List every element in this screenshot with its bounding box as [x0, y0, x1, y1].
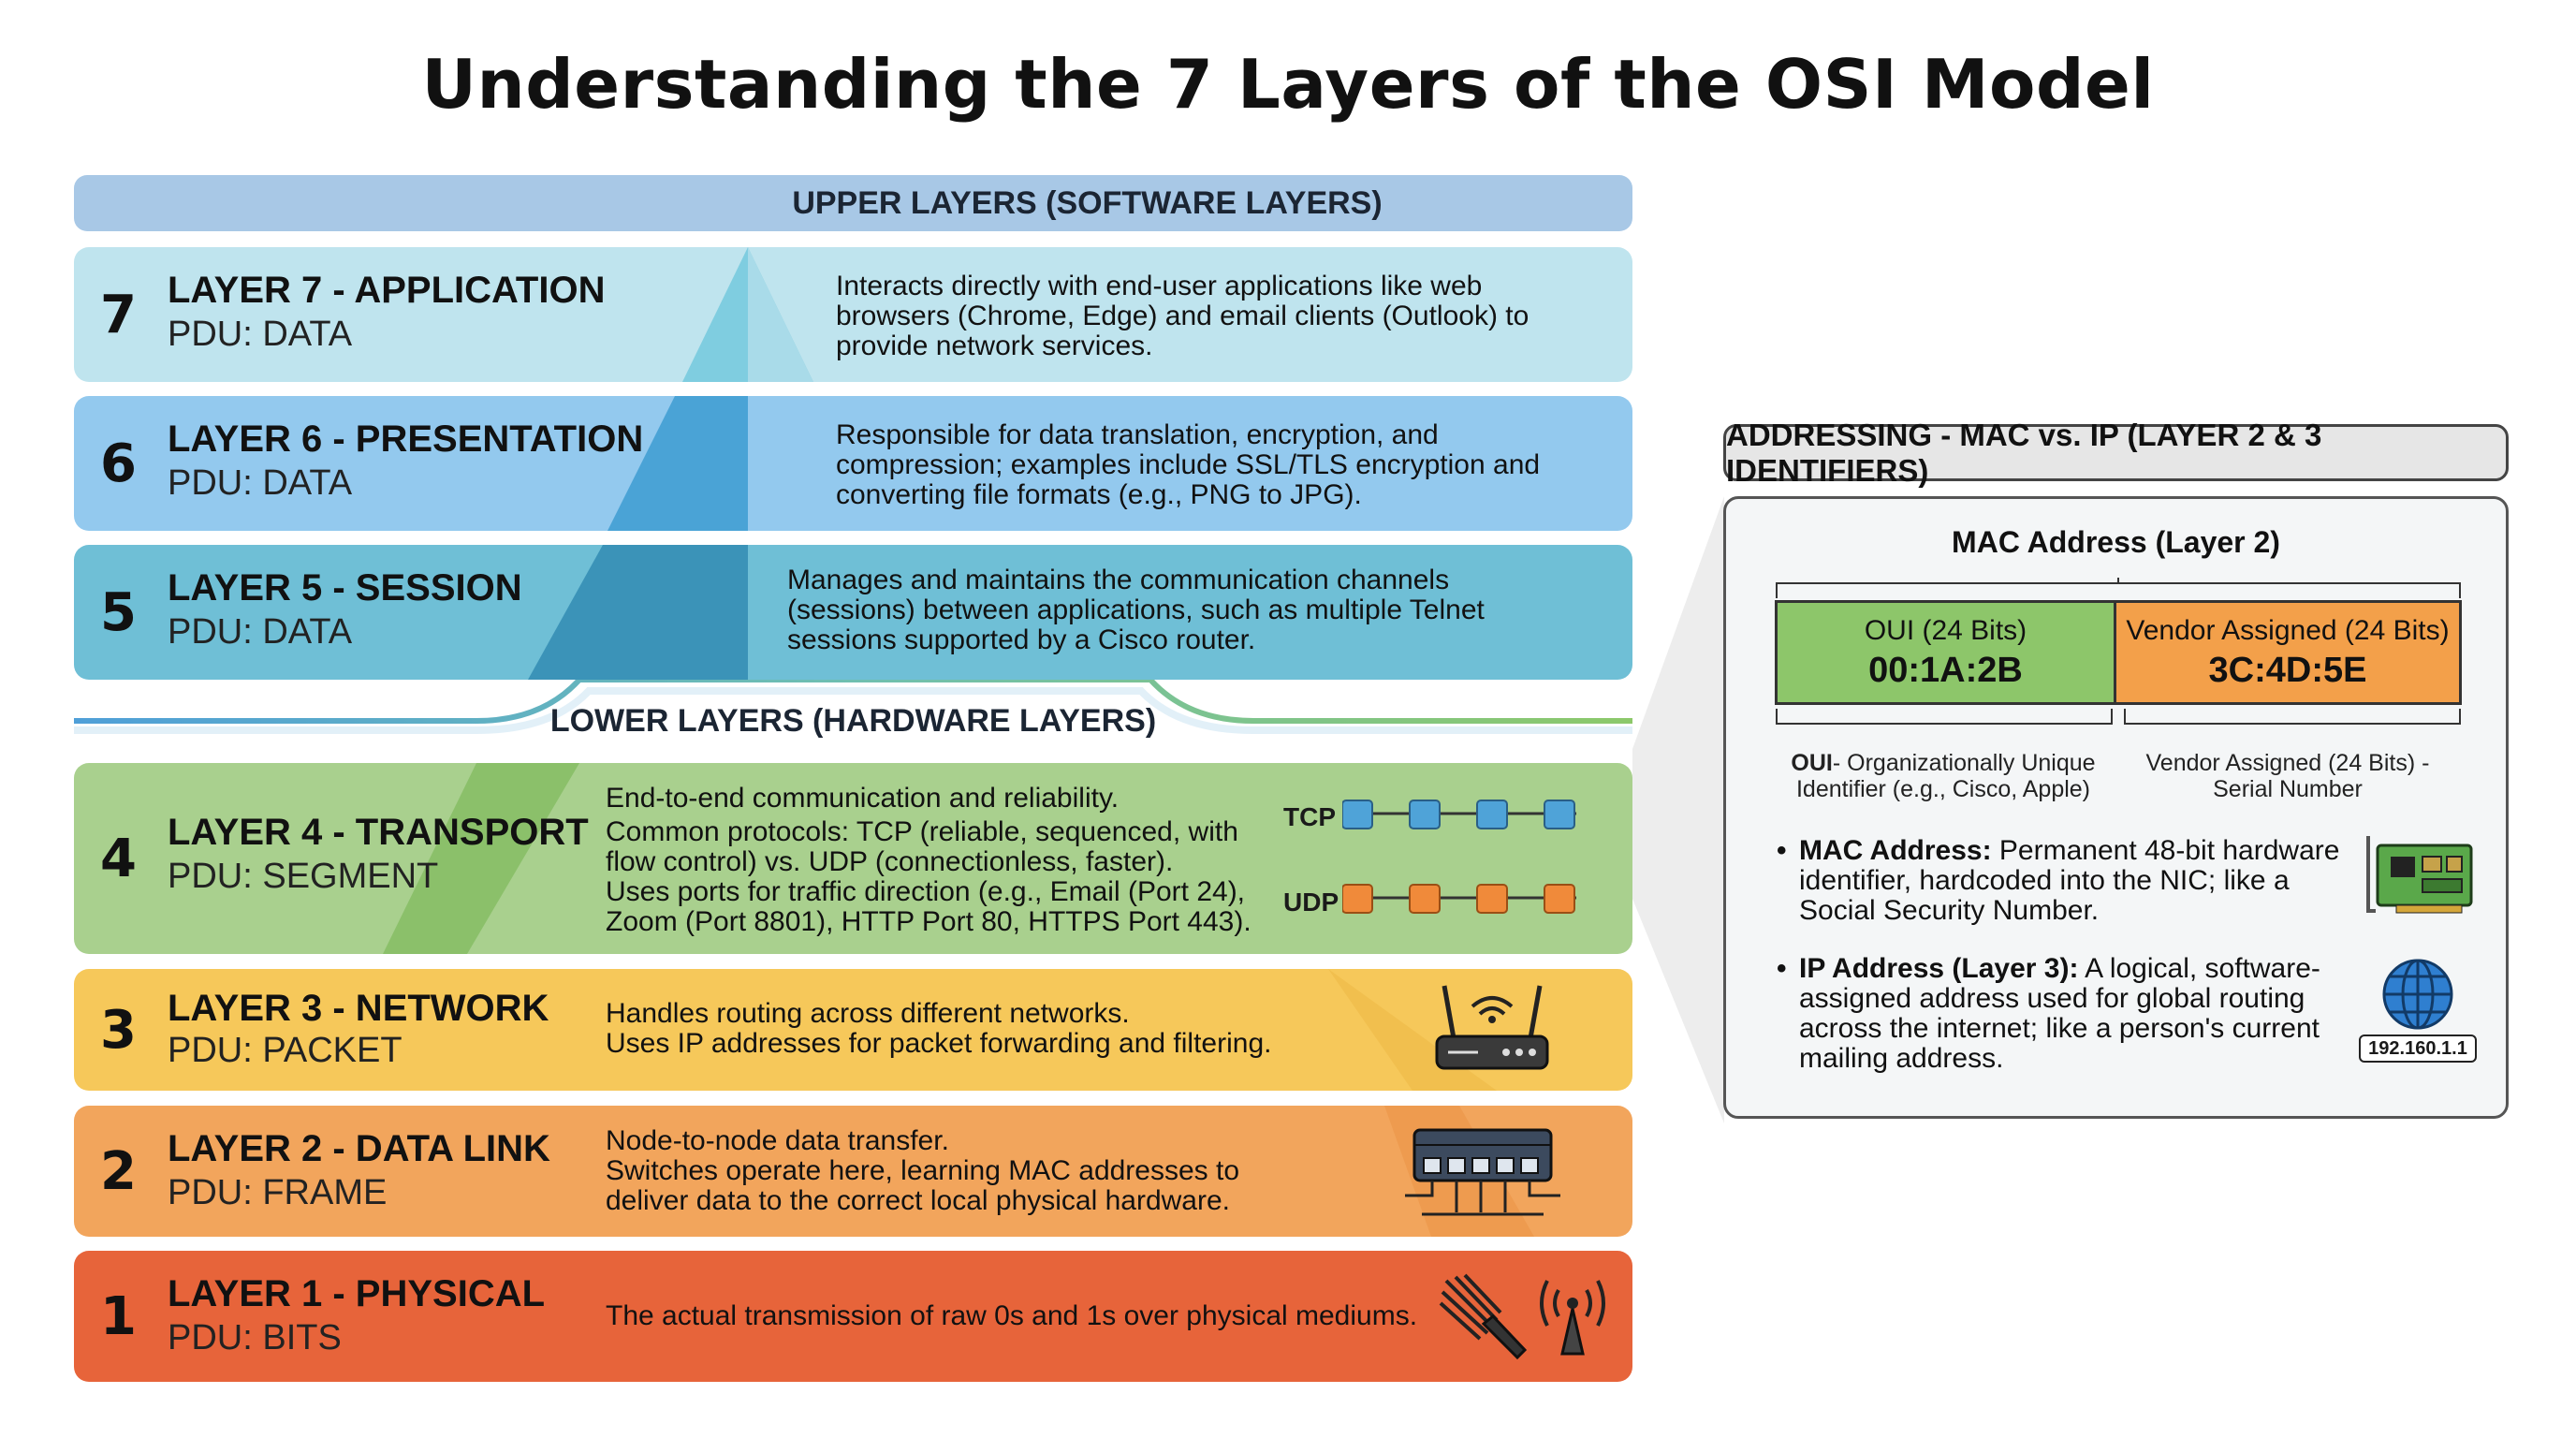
layer-3: 3 LAYER 3 - NETWORK PDU: PACKET Handles …	[74, 969, 1632, 1091]
ip-bullet: • IP Address (Layer 3): A logical, softw…	[1777, 953, 2320, 1074]
layer-number: 3	[100, 999, 137, 1061]
layer-pdu: PDU: SEGMENT	[168, 857, 439, 896]
layer-number: 5	[100, 581, 137, 643]
layer-description: Node-to-node data transfer.Switches oper…	[606, 1125, 1240, 1216]
pyramid-top-shape	[682, 247, 813, 382]
oui-note: OUI- Organizationally Unique Identifier …	[1791, 750, 2096, 802]
oui-label: OUI (24 Bits)	[1864, 614, 2027, 646]
layer-number: 2	[100, 1140, 137, 1202]
vendor-segment: Vendor Assigned (24 Bits) 3C:4D:5E	[2116, 603, 2459, 702]
layer-name: LAYER 4 - TRANSPORT	[168, 812, 589, 853]
ip-example-tag: 192.160.1.1	[2359, 1034, 2477, 1063]
layer-description: Responsible for data translation, encryp…	[836, 419, 1541, 510]
layer-name: LAYER 1 - PHYSICAL	[168, 1273, 546, 1314]
upper-layers-label: UPPER LAYERS (SOFTWARE LAYERS)	[792, 184, 1383, 221]
mac-address-title: MAC Address (Layer 2)	[1952, 525, 2280, 559]
layer-4: 4 LAYER 4 - TRANSPORT PDU: SEGMENT End-t…	[74, 763, 1632, 954]
panel-connector-shape	[1632, 496, 1724, 1123]
vendor-value: 3C:4D:5E	[2208, 650, 2367, 690]
antenna-icon	[1540, 1280, 1605, 1356]
page-title: Understanding the 7 Layers of the OSI Mo…	[421, 45, 2155, 124]
layer-number: 6	[100, 433, 137, 494]
layer-4-accent-shape	[383, 763, 579, 954]
layer-6: 6 LAYER 6 - PRESENTATION PDU: DATA Respo…	[74, 396, 1632, 531]
layer-description: Interacts directly with end-user applica…	[836, 271, 1530, 361]
addressing-header: ADDRESSING - MAC vs. IP (LAYER 2 & 3 IDE…	[1723, 418, 2509, 488]
layer-name: LAYER 7 - APPLICATION	[168, 270, 606, 311]
switch-icon	[1405, 1128, 1560, 1216]
layer-description: The actual transmission of raw 0s and 1s…	[606, 1300, 1418, 1331]
addressing-header-label: ADDRESSING - MAC vs. IP (LAYER 2 & 3 IDE…	[1726, 417, 2322, 488]
layer-5: 5 LAYER 5 - SESSION PDU: DATA Manages an…	[74, 545, 1632, 680]
mac-bottom-bracket	[1776, 709, 2461, 725]
vendor-note: Vendor Assigned (24 Bits) - Serial Numbe…	[2145, 750, 2430, 802]
layer-7: 7 LAYER 7 - APPLICATION PDU: DATA Intera…	[74, 247, 1632, 382]
layer-pdu: PDU: BITS	[168, 1318, 342, 1357]
layer-name: LAYER 2 - DATA LINK	[168, 1128, 550, 1169]
layer-pdu: PDU: FRAME	[168, 1173, 388, 1212]
oui-value: 00:1A:2B	[1868, 650, 2023, 690]
router-icon	[1435, 985, 1549, 1070]
layer-2: 2 LAYER 2 - DATA LINK PDU: FRAME Node-to…	[74, 1106, 1632, 1237]
oui-segment: OUI (24 Bits) 00:1A:2B	[1778, 603, 2116, 702]
vendor-label: Vendor Assigned (24 Bits)	[2126, 614, 2450, 646]
cable-icon	[1439, 1273, 1528, 1360]
globe-icon	[2382, 959, 2453, 1030]
layer-name: LAYER 5 - SESSION	[168, 567, 522, 609]
layer-name: LAYER 6 - PRESENTATION	[168, 418, 644, 460]
layer-description: Manages and maintains the communication …	[787, 565, 1485, 655]
upper-layers-band: UPPER LAYERS (SOFTWARE LAYERS)	[74, 175, 1632, 231]
layer-1: 1 LAYER 1 - PHYSICAL PDU: BITS The actua…	[74, 1251, 1632, 1382]
lower-layers-divider	[74, 680, 1632, 734]
layer-pdu: PDU: DATA	[168, 612, 353, 652]
layer-number: 4	[100, 828, 137, 889]
layer-number: 1	[100, 1285, 137, 1347]
pyramid-middle-shape	[607, 396, 748, 531]
udp-label: UDP	[1283, 888, 1339, 917]
layer-pdu: PDU: DATA	[168, 463, 353, 503]
nic-card-icon	[2366, 836, 2473, 914]
layer-pdu: PDU: DATA	[168, 315, 353, 354]
mac-top-bracket	[1776, 578, 2461, 598]
tcp-label: TCP	[1283, 802, 1336, 831]
mac-address-diagram: OUI (24 Bits) 00:1A:2B Vendor Assigned (…	[1775, 600, 2462, 705]
layer-description: End-to-end communication and reliability…	[606, 783, 1251, 937]
mac-bullet: • MAC Address: Permanent 48-bit hardware…	[1777, 835, 2340, 926]
layer-number: 7	[100, 284, 137, 345]
lower-layers-band: LOWER LAYERS (HARDWARE LAYERS)	[74, 693, 1632, 749]
layer-description: Handles routing across different network…	[606, 998, 1272, 1059]
tcp-udp-diagram-icon	[1342, 800, 1576, 914]
addressing-panel: MAC Address (Layer 2) OUI (24 Bits) 00:1…	[1723, 496, 2509, 1119]
pyramid-base-shape	[528, 545, 748, 680]
layer-pdu: PDU: PACKET	[168, 1031, 402, 1070]
layer-name: LAYER 3 - NETWORK	[168, 988, 549, 1029]
lower-layers-label: LOWER LAYERS (HARDWARE LAYERS)	[549, 702, 1157, 739]
